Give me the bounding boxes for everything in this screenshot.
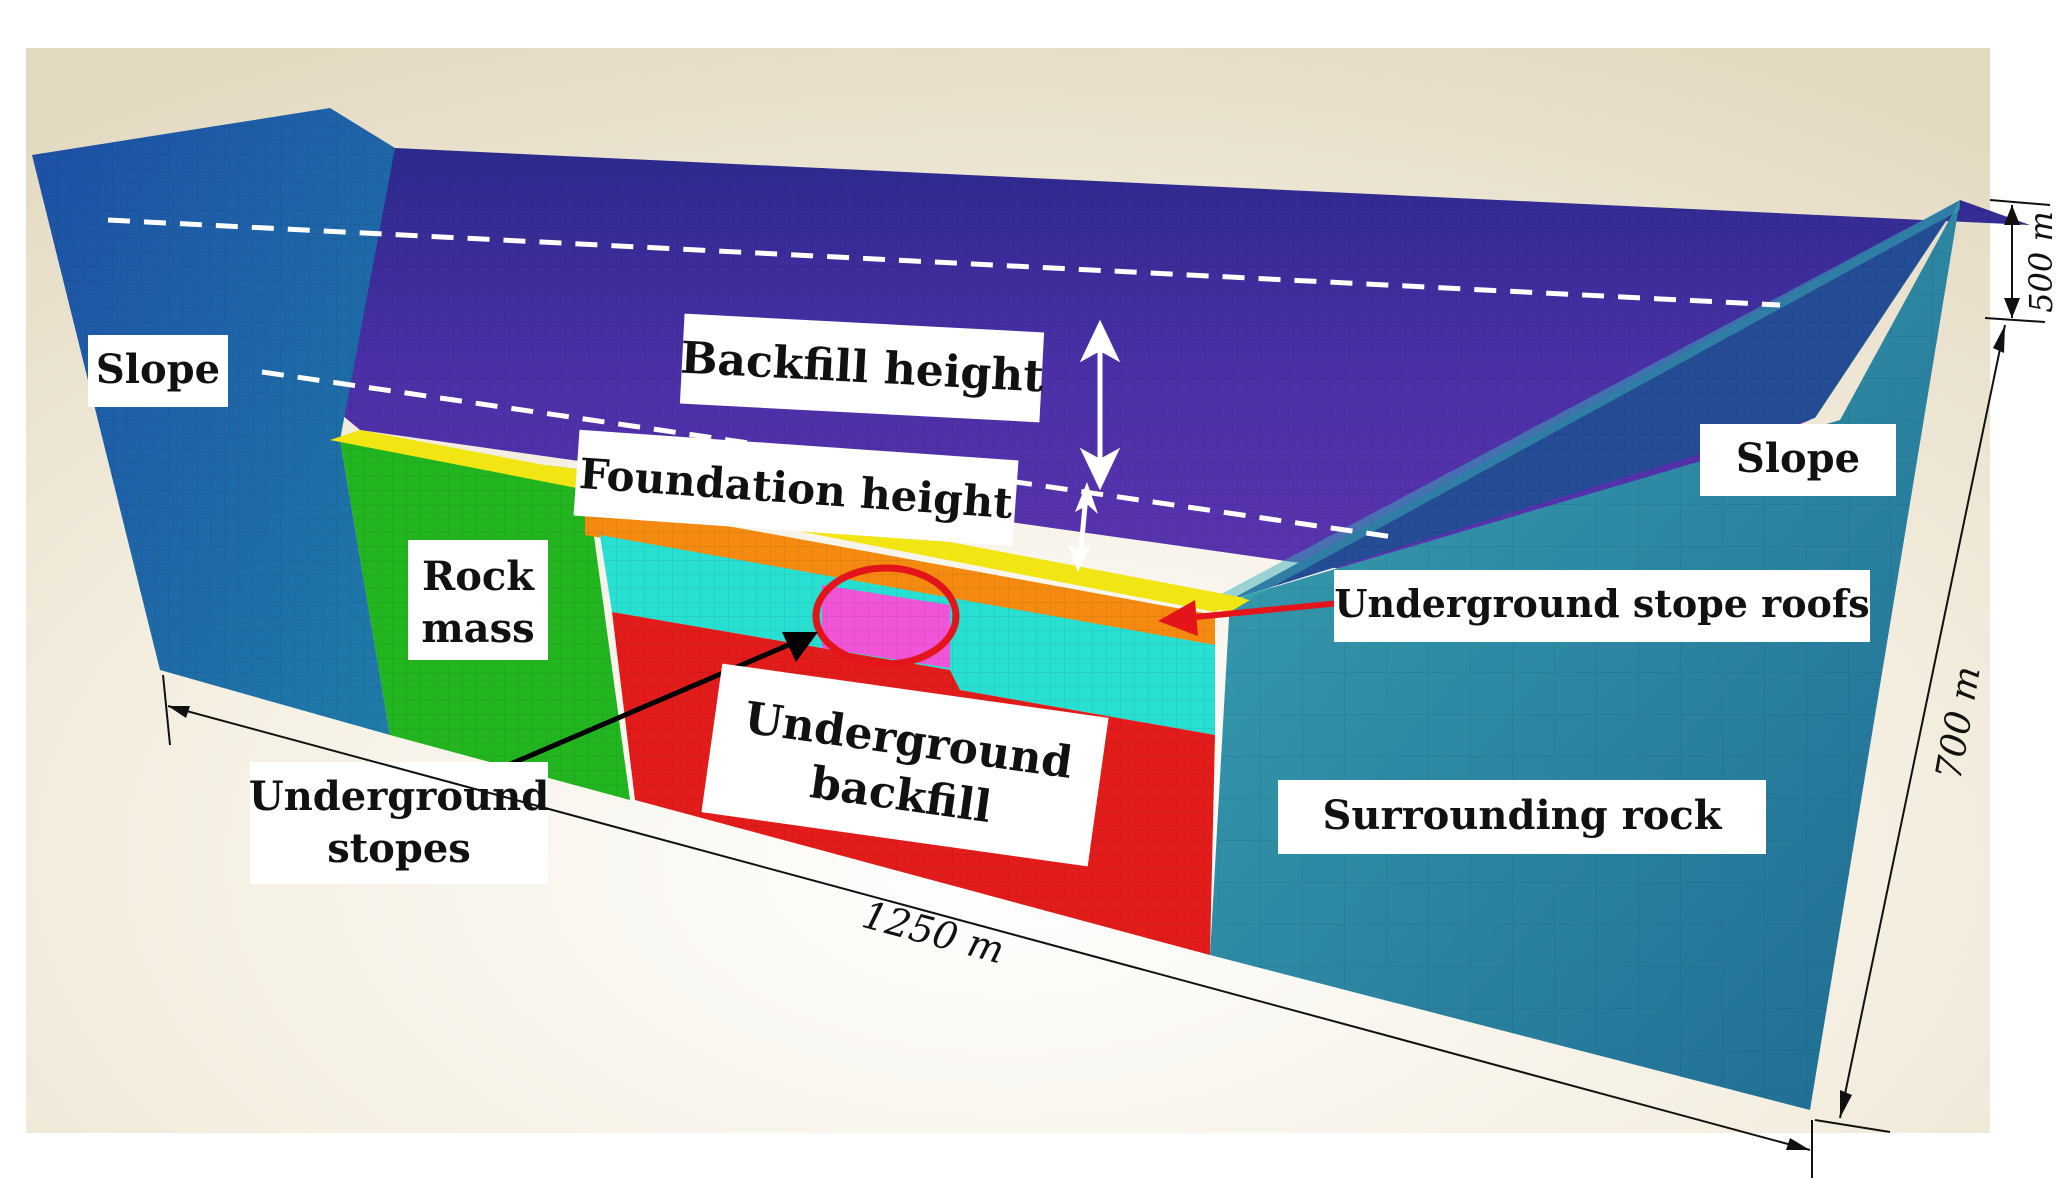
stope-highlight-ellipse — [812, 564, 960, 668]
dimension-height: 500 m — [1984, 199, 2060, 323]
label-backfill-height: Backfill height — [679, 313, 1046, 423]
svg-text:500 m: 500 m — [2022, 211, 2060, 313]
svg-text:stopes: stopes — [327, 825, 471, 872]
label-underground-backfill: Underground backfill — [701, 663, 1109, 867]
label-underground-stope-roofs: Underground stope roofs — [1334, 570, 1870, 642]
svg-text:Underground stope roofs: Underground stope roofs — [1334, 581, 1869, 626]
dashed-line-top — [107, 217, 1781, 308]
svg-text:mass: mass — [421, 605, 534, 652]
right-slope — [1230, 200, 1960, 600]
label-surrounding-rock: Surrounding rock — [1278, 780, 1766, 854]
underground-stope-pink — [822, 585, 950, 668]
label-underground-stopes: Underground stopes — [249, 762, 549, 884]
roofs-pointer-arrow — [1184, 600, 1341, 621]
svg-text:Surrounding rock: Surrounding rock — [1323, 792, 1723, 839]
svg-text:Slope: Slope — [96, 346, 220, 393]
svg-text:Rock: Rock — [422, 553, 535, 600]
label-rock-mass: Rock mass — [408, 540, 548, 660]
svg-text:Slope: Slope — [1736, 435, 1860, 482]
label-foundation-height: Foundation height — [573, 429, 1019, 547]
underground-stope-roofs-region — [585, 500, 1215, 645]
label-slope-right: Slope — [1700, 424, 1896, 496]
left-slope — [32, 108, 395, 735]
dashed-line-middle — [261, 369, 1401, 541]
label-slope-left: Slope — [88, 335, 228, 407]
